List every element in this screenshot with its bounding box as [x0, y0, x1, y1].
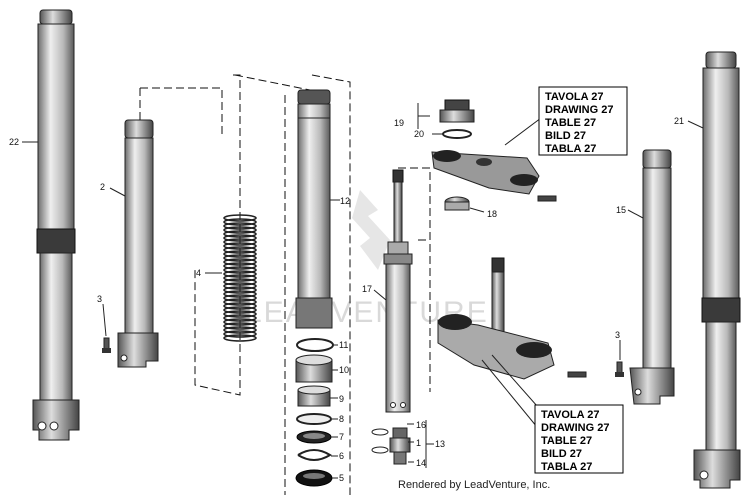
callout-19[interactable]: 19 [394, 118, 404, 128]
callout-8[interactable]: 8 [339, 414, 344, 424]
ref-bottom-line-3: TABLE 27 [541, 435, 592, 447]
callout-14[interactable]: 14 [416, 458, 426, 468]
callout-10[interactable]: 10 [339, 365, 349, 375]
callout-18[interactable]: 18 [487, 209, 497, 219]
ref-bottom-line-4: BILD 27 [541, 448, 582, 460]
callout-5[interactable]: 5 [339, 473, 344, 483]
callout-13[interactable]: 13 [435, 439, 445, 449]
callout-21[interactable]: 21 [674, 116, 684, 126]
callout-1[interactable]: 1 [416, 438, 421, 448]
ref-bottom-line-1: TAVOLA 27 [541, 409, 599, 421]
ref-top-line-5: TABLA 27 [545, 143, 596, 155]
callout-12[interactable]: 12 [340, 196, 350, 206]
part-14-oring [371, 446, 389, 454]
callout-17[interactable]: 17 [362, 284, 372, 294]
ref-bottom-line-2: DRAWING 27 [541, 422, 609, 434]
part-2-inner-tube [117, 119, 159, 368]
dash-line-2 [194, 74, 241, 396]
part-17-damper-rod [383, 169, 413, 413]
dash-line-3 [311, 74, 351, 495]
part-11-clip [296, 338, 334, 352]
ref-bottom-line-5: TABLA 27 [541, 461, 592, 473]
callout-9[interactable]: 9 [339, 394, 344, 404]
callout-15[interactable]: 15 [616, 205, 626, 215]
ref-top-line-2: DRAWING 27 [545, 104, 613, 116]
part-5-dust-seal [295, 469, 333, 487]
watermark-logo [352, 190, 390, 270]
part-19-top-cap [439, 99, 475, 123]
part-15-inner-tube [629, 149, 675, 405]
ref-top-line-1: TAVOLA 27 [545, 91, 603, 103]
steering-stem-lower-clamp [437, 257, 587, 380]
callout-2[interactable]: 2 [100, 182, 105, 192]
part-4-spring [223, 214, 257, 342]
ref-box-bottom[interactable]: TAVOLA 27 DRAWING 27 TABLE 27 BILD 27 TA… [534, 404, 624, 474]
part-3-screw-left [102, 337, 111, 353]
part-6-ring [297, 449, 332, 461]
callout-20[interactable]: 20 [414, 129, 424, 139]
part-9-bushing [297, 385, 331, 407]
dash-line-5 [398, 167, 431, 392]
footer-credit: Rendered by LeadVenture, Inc. [398, 479, 550, 491]
part-8-washer [296, 413, 332, 425]
leader-top-ref [504, 117, 542, 146]
callout-7[interactable]: 7 [339, 432, 344, 442]
part-22-outer-leg [32, 9, 80, 441]
ref-top-line-4: BILD 27 [545, 130, 586, 142]
callout-16[interactable]: 16 [416, 420, 426, 430]
part-1-valve [389, 427, 411, 465]
part-10-bushing [295, 354, 333, 383]
dash-line-1 [140, 87, 223, 135]
callout-22[interactable]: 22 [9, 137, 19, 147]
part-12-cartridge [295, 89, 333, 329]
callout-3-right[interactable]: 3 [615, 330, 620, 340]
part-7-seal [296, 430, 332, 444]
callout-4[interactable]: 4 [196, 268, 201, 278]
ref-box-top[interactable]: TAVOLA 27 DRAWING 27 TABLE 27 BILD 27 TA… [538, 86, 628, 156]
part-20-oring [442, 129, 472, 139]
part-21-outer-leg [693, 51, 741, 489]
callout-11[interactable]: 11 [339, 340, 348, 350]
ref-top-line-3: TABLE 27 [545, 117, 596, 129]
part-3-screw-right [615, 361, 624, 377]
upper-triple-clamp [431, 150, 557, 202]
callout-3-left[interactable]: 3 [97, 294, 102, 304]
part-16-oring [371, 428, 389, 436]
callout-6[interactable]: 6 [339, 451, 344, 461]
part-18-spacer [444, 196, 470, 211]
